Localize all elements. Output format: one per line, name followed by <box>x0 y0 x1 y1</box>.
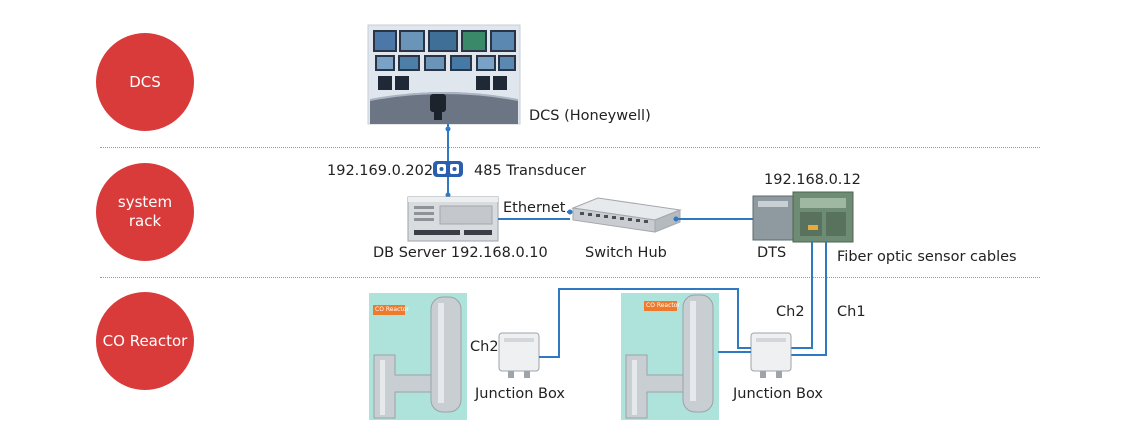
dts-unit-icon <box>752 191 854 243</box>
junction-box-left-label: Junction Box <box>475 386 565 402</box>
row-circle-system-rack: system rack <box>96 163 194 261</box>
row-label-system-rack: system rack <box>117 193 173 230</box>
reactor-tag-right: CO Reactor <box>646 302 680 309</box>
fiber-ch2-route <box>539 288 751 358</box>
fiber-ch1-line <box>790 242 827 356</box>
reactor-tag-left: CO Reactor <box>375 306 409 313</box>
row-circle-co-reactor: CO Reactor <box>96 292 194 390</box>
dcs-honeywell-label: DCS (Honeywell) <box>529 108 651 124</box>
db-server-icon <box>407 196 499 242</box>
ch2-right-label: Ch2 <box>776 304 805 320</box>
switch-hub-label: Switch Hub <box>585 245 667 261</box>
transducer-label: 485 Transducer <box>474 163 586 179</box>
row-circle-dcs: DCS <box>96 33 194 131</box>
reactor-vessel-icon <box>369 293 467 420</box>
row-label-co-reactor: CO Reactor <box>102 331 188 350</box>
row-divider-top <box>100 147 1040 148</box>
ch2-left-label: Ch2 <box>470 339 499 355</box>
ethernet-label: Ethernet <box>503 200 566 216</box>
reactor-vessel-icon <box>621 293 719 420</box>
ch1-label: Ch1 <box>837 304 866 320</box>
transducer-ip-label: 192.169.0.202 <box>327 163 434 179</box>
fiber-cables-label: Fiber optic sensor cables <box>837 249 1017 265</box>
switch-hub-icon <box>571 197 682 233</box>
dts-ip-label: 192.168.0.12 <box>764 172 861 188</box>
junction-box-icon <box>750 332 792 378</box>
dcs-control-room-photo <box>367 24 521 125</box>
dts-label: DTS <box>757 245 787 261</box>
transducer-icon <box>433 161 463 177</box>
junction-box-icon <box>498 332 540 378</box>
db-server-label: DB Server 192.168.0.10 <box>373 245 548 261</box>
fiber-ch2-line <box>790 242 813 349</box>
row-label-dcs: DCS <box>129 72 161 91</box>
row-divider-bottom <box>100 277 1040 278</box>
junction-box-right-label: Junction Box <box>733 386 823 402</box>
